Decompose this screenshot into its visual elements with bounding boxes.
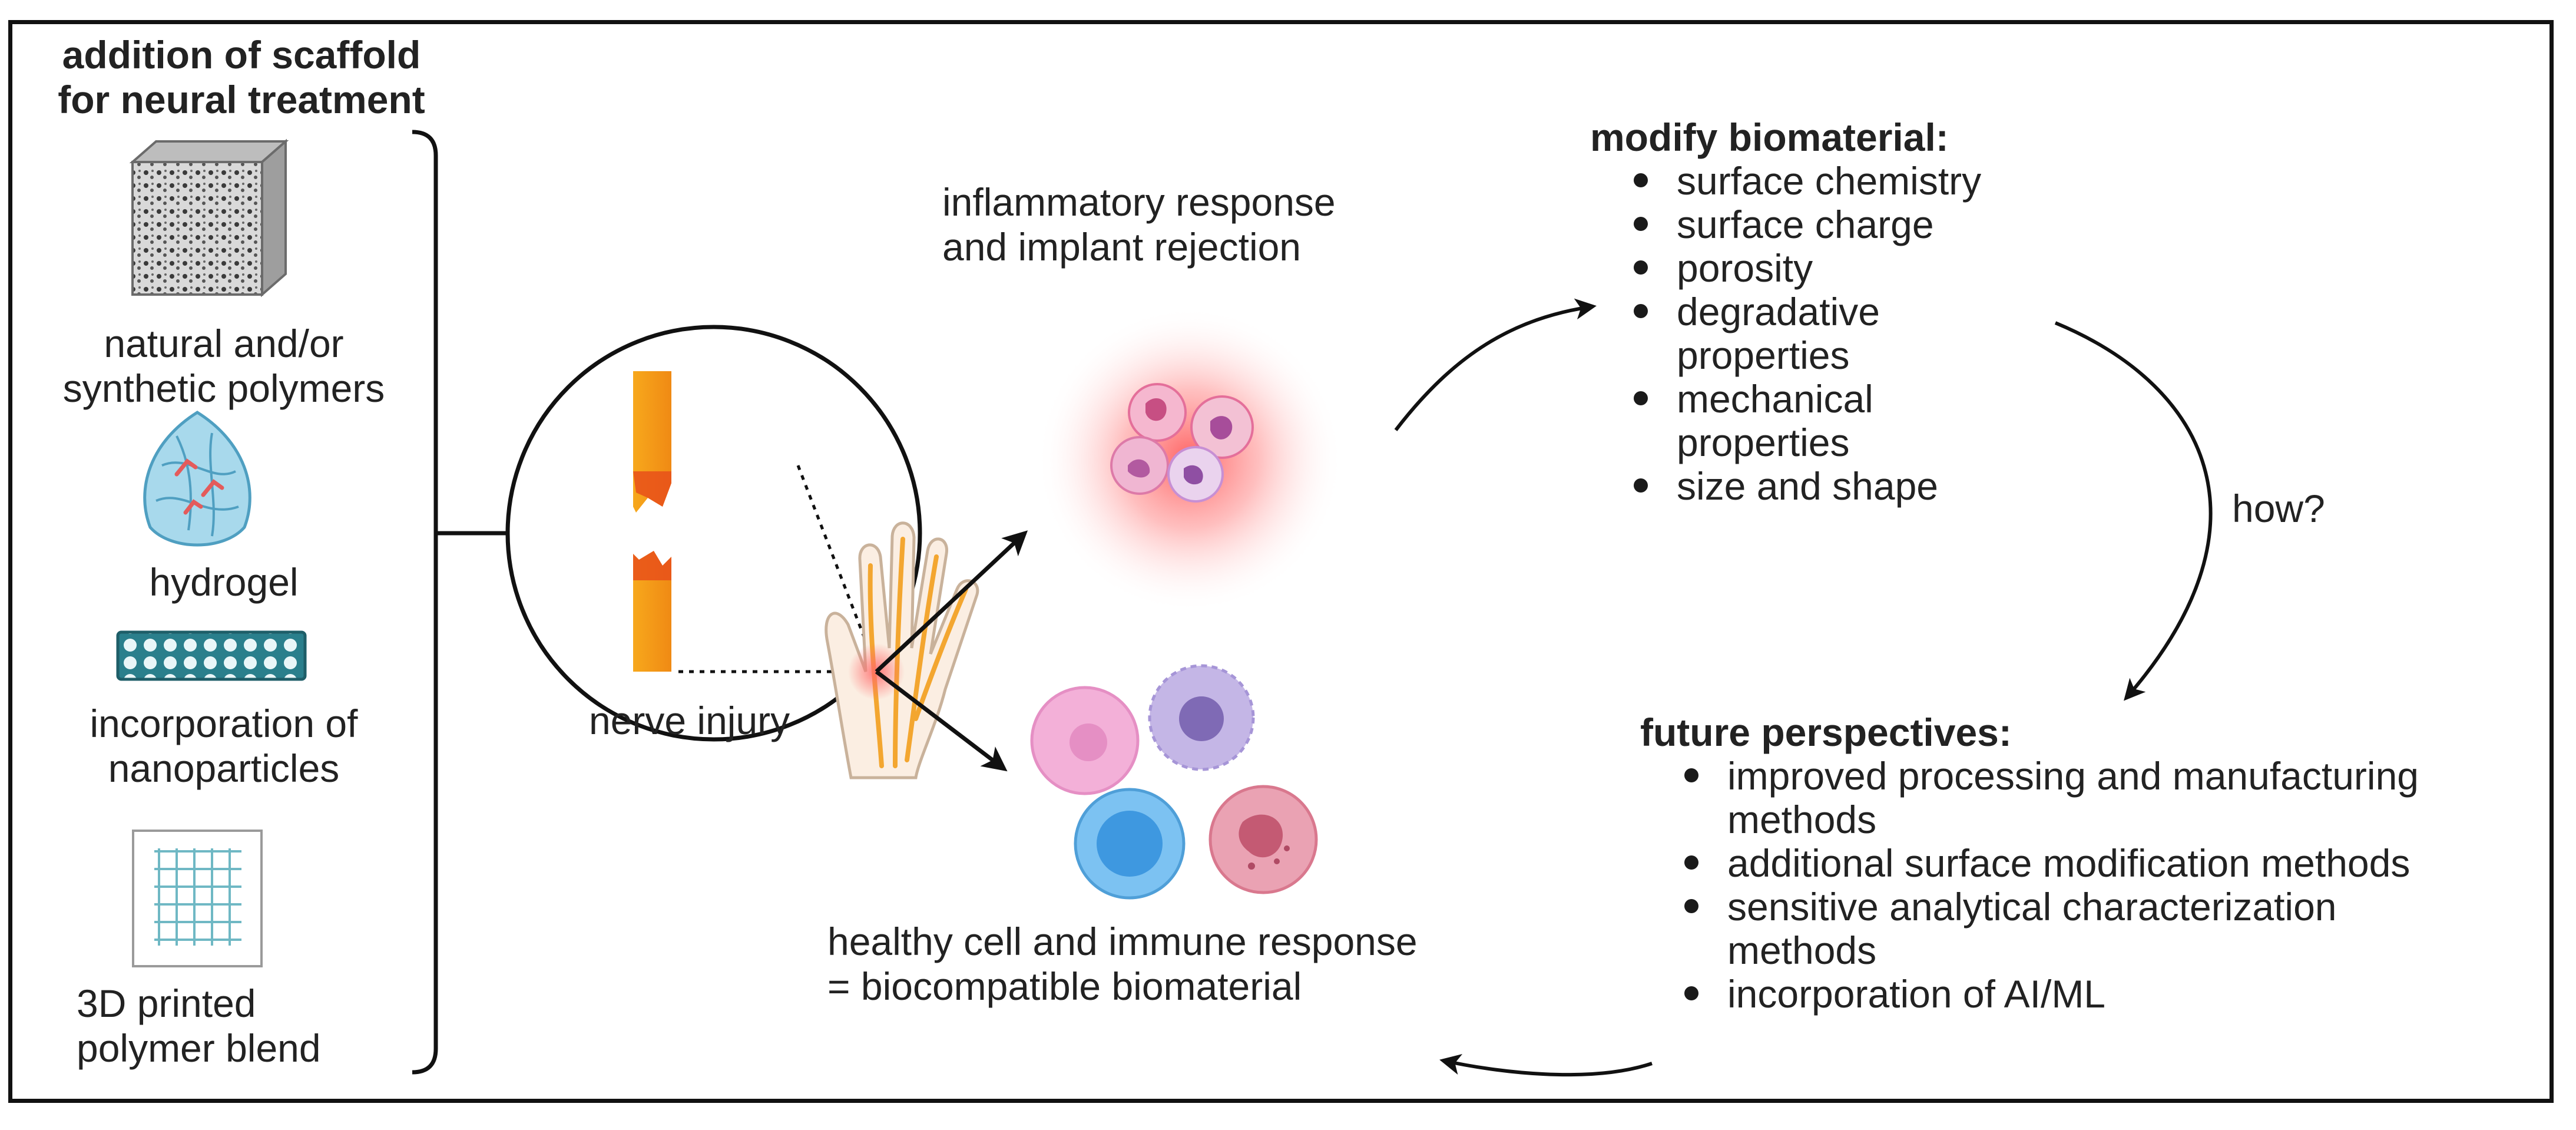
scaffold-bracket	[412, 130, 438, 1075]
scaffold-item-label: incorporation of	[90, 702, 358, 745]
modify-item: porosity	[1621, 246, 2151, 290]
modify-item: size and shape	[1621, 464, 2151, 508]
modify-item: surface charge	[1621, 203, 2151, 246]
inflamed-cells-icon	[1037, 306, 1343, 613]
modify-item: surface chemistry	[1621, 159, 2151, 203]
scaffold-item-label: 3D printed	[77, 982, 256, 1025]
figure-frame	[8, 20, 2554, 1103]
scaffold-item-label: natural and/or	[104, 322, 344, 365]
printed-grid-icon	[132, 830, 263, 967]
scaffold-item-3d-printed: 3D printed polymer blend	[77, 981, 430, 1070]
future-item: incorporation of AI/ML	[1671, 972, 2531, 1016]
healthy-label-line2: = biocompatible biomaterial	[827, 964, 1302, 1008]
healthy-label-line1: healthy cell and immune response	[827, 920, 1418, 963]
arc-arrow-back	[1439, 1053, 1653, 1077]
nerve-injury-label: nerve injury	[589, 699, 790, 742]
how-label: how?	[2232, 487, 2325, 530]
inflammatory-label: inflammatory response and implant reject…	[942, 180, 1336, 269]
inflammatory-label-line1: inflammatory response	[942, 180, 1336, 224]
modify-title: modify biomaterial:	[1590, 115, 1949, 159]
to-healthy-arrow	[875, 670, 1008, 772]
scaffold-item-label: synthetic polymers	[62, 366, 385, 410]
scaffold-title-line1: addition of scaffold	[62, 33, 421, 77]
future-item: additional surface modification methods	[1671, 841, 2531, 885]
future-title: future perspectives:	[1640, 711, 2012, 754]
scaffold-item-hydrogel: hydrogel	[24, 560, 424, 604]
healthy-label: healthy cell and immune response = bioco…	[827, 919, 1418, 1009]
nanotube-icon	[116, 630, 307, 681]
scaffold-title: addition of scaffold for neural treatmen…	[18, 32, 465, 122]
scaffold-item-label: polymer blend	[77, 1026, 321, 1070]
scaffold-item-label: hydrogel	[149, 560, 299, 604]
arc-arrow-to-modify	[1394, 298, 1597, 431]
scaffold-item-nanoparticles: incorporation of nanoparticles	[24, 701, 424, 791]
porous-cube-icon	[129, 138, 289, 298]
scaffold-item-polymers: natural and/or synthetic polymers	[24, 321, 424, 411]
arc-arrow-how	[2054, 321, 2213, 701]
hydrogel-dome-icon	[143, 411, 251, 547]
modify-list: surface chemistry surface charge porosit…	[1621, 159, 2151, 508]
to-inflammatory-arrow	[875, 530, 1028, 673]
inflammatory-label-line2: and implant rejection	[942, 225, 1302, 269]
scaffold-item-label: nanoparticles	[108, 746, 340, 790]
severed-nerve-icon	[505, 325, 922, 742]
immune-cells-icon	[1030, 664, 1318, 900]
scaffold-title-line2: for neural treatment	[58, 78, 425, 121]
